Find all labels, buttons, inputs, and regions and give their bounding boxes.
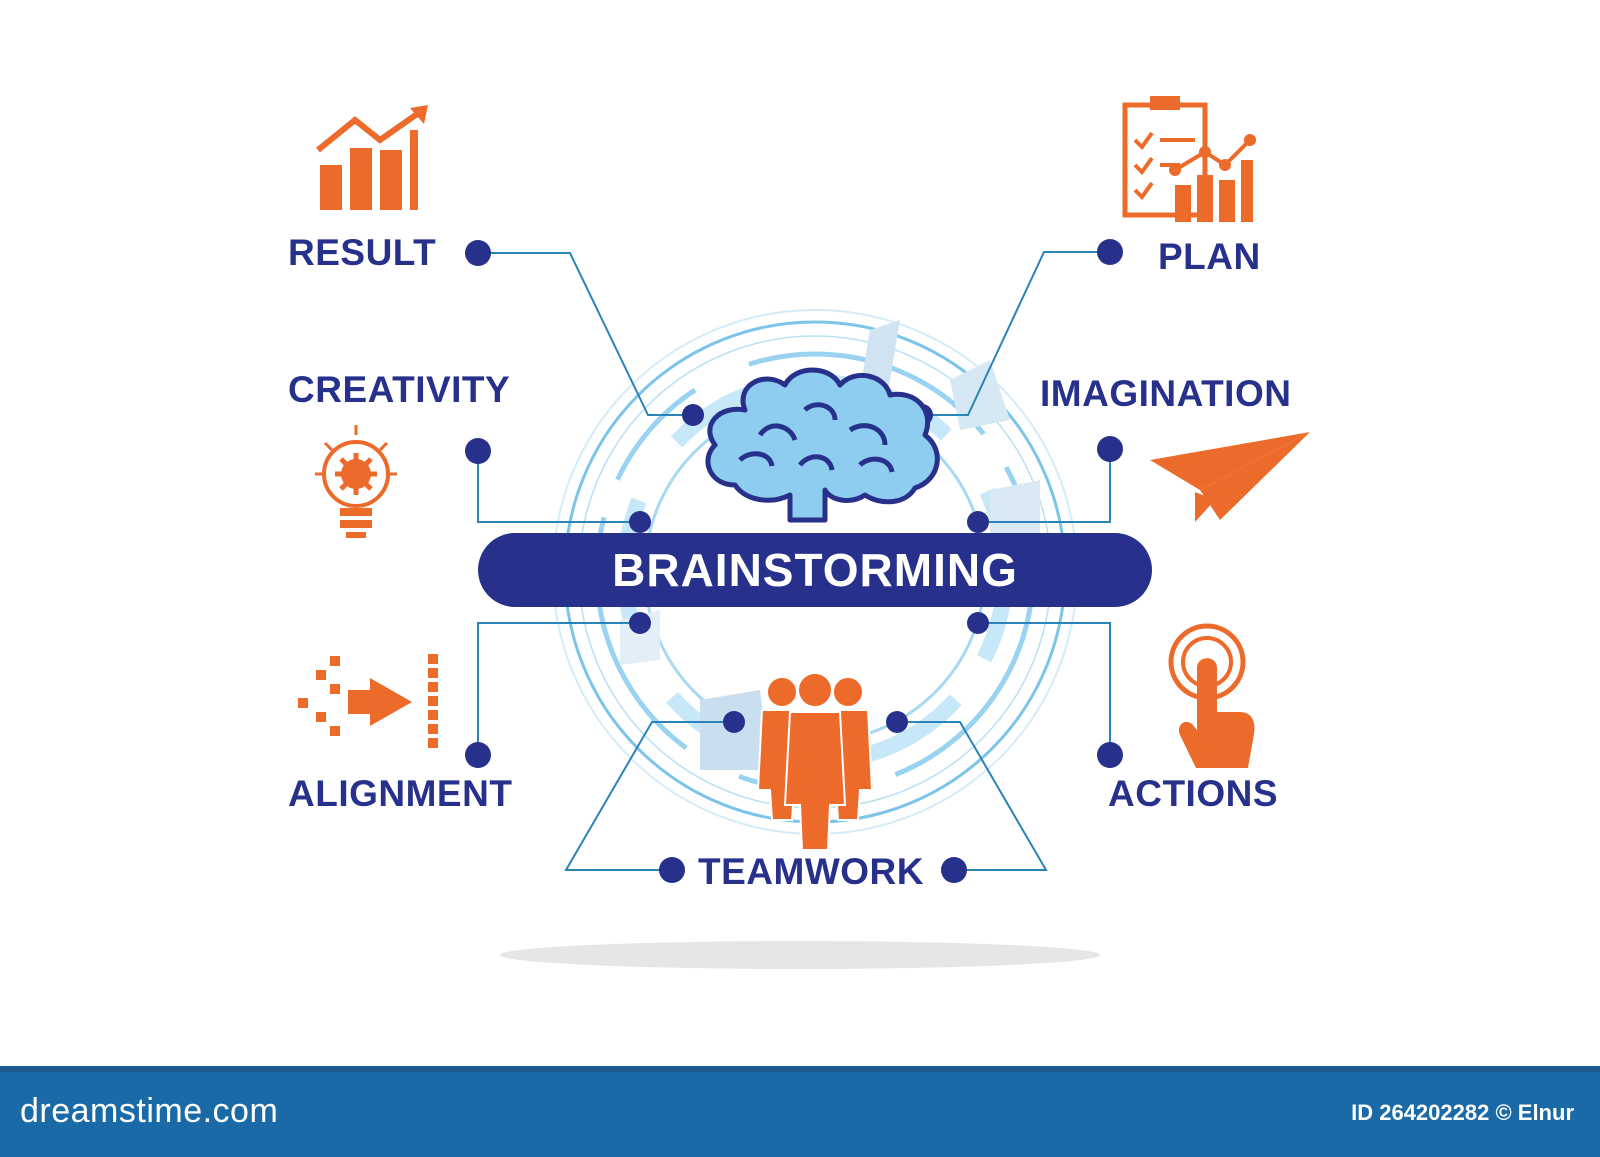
dot (629, 511, 651, 533)
node-label-alignment: ALIGNMENT (288, 773, 513, 814)
dot (629, 612, 651, 634)
dot (941, 857, 967, 883)
center-label: BRAINSTORMING (478, 533, 1152, 607)
dot (886, 711, 908, 733)
dot (1097, 742, 1123, 768)
diagram-canvas (298, 96, 1310, 969)
footer-top-strip (0, 1066, 1600, 1072)
dot (465, 438, 491, 464)
center-label-text: BRAINSTORMING (612, 544, 1018, 596)
team-people-icon (756, 672, 874, 851)
lightbulb-gear-icon (315, 425, 397, 538)
dot (1097, 239, 1123, 265)
ground-shadow (500, 941, 1100, 969)
dot (967, 612, 989, 634)
dot (659, 857, 685, 883)
brain-icon (705, 367, 940, 523)
dot (723, 711, 745, 733)
hand-tap-icon (1168, 623, 1255, 768)
node-label-creativity: CREATIVITY (288, 369, 511, 410)
dot (465, 240, 491, 266)
footer-id: ID 264202282 © Elnur (1351, 1100, 1574, 1125)
node-label-plan: PLAN (1158, 236, 1261, 277)
dot (967, 511, 989, 533)
connector-lines (477, 251, 1111, 871)
dot (465, 742, 491, 768)
node-label-result: RESULT (288, 232, 437, 273)
paper-plane-icon (1150, 432, 1310, 522)
dot (682, 404, 704, 426)
clipboard-chart-icon (1122, 96, 1256, 222)
footer-logo: dreamstime.com (20, 1092, 279, 1130)
node-label-actions: ACTIONS (1108, 773, 1278, 814)
dot (1097, 436, 1123, 462)
node-label-imagination: IMAGINATION (1040, 373, 1292, 414)
bar-chart-arrow-icon (316, 105, 428, 210)
footer-bar: dreamstime.com ID 264202282 © Elnur (0, 1066, 1600, 1157)
node-label-teamwork: TEAMWORK (698, 851, 924, 892)
alignment-arrow-icon (298, 654, 438, 748)
